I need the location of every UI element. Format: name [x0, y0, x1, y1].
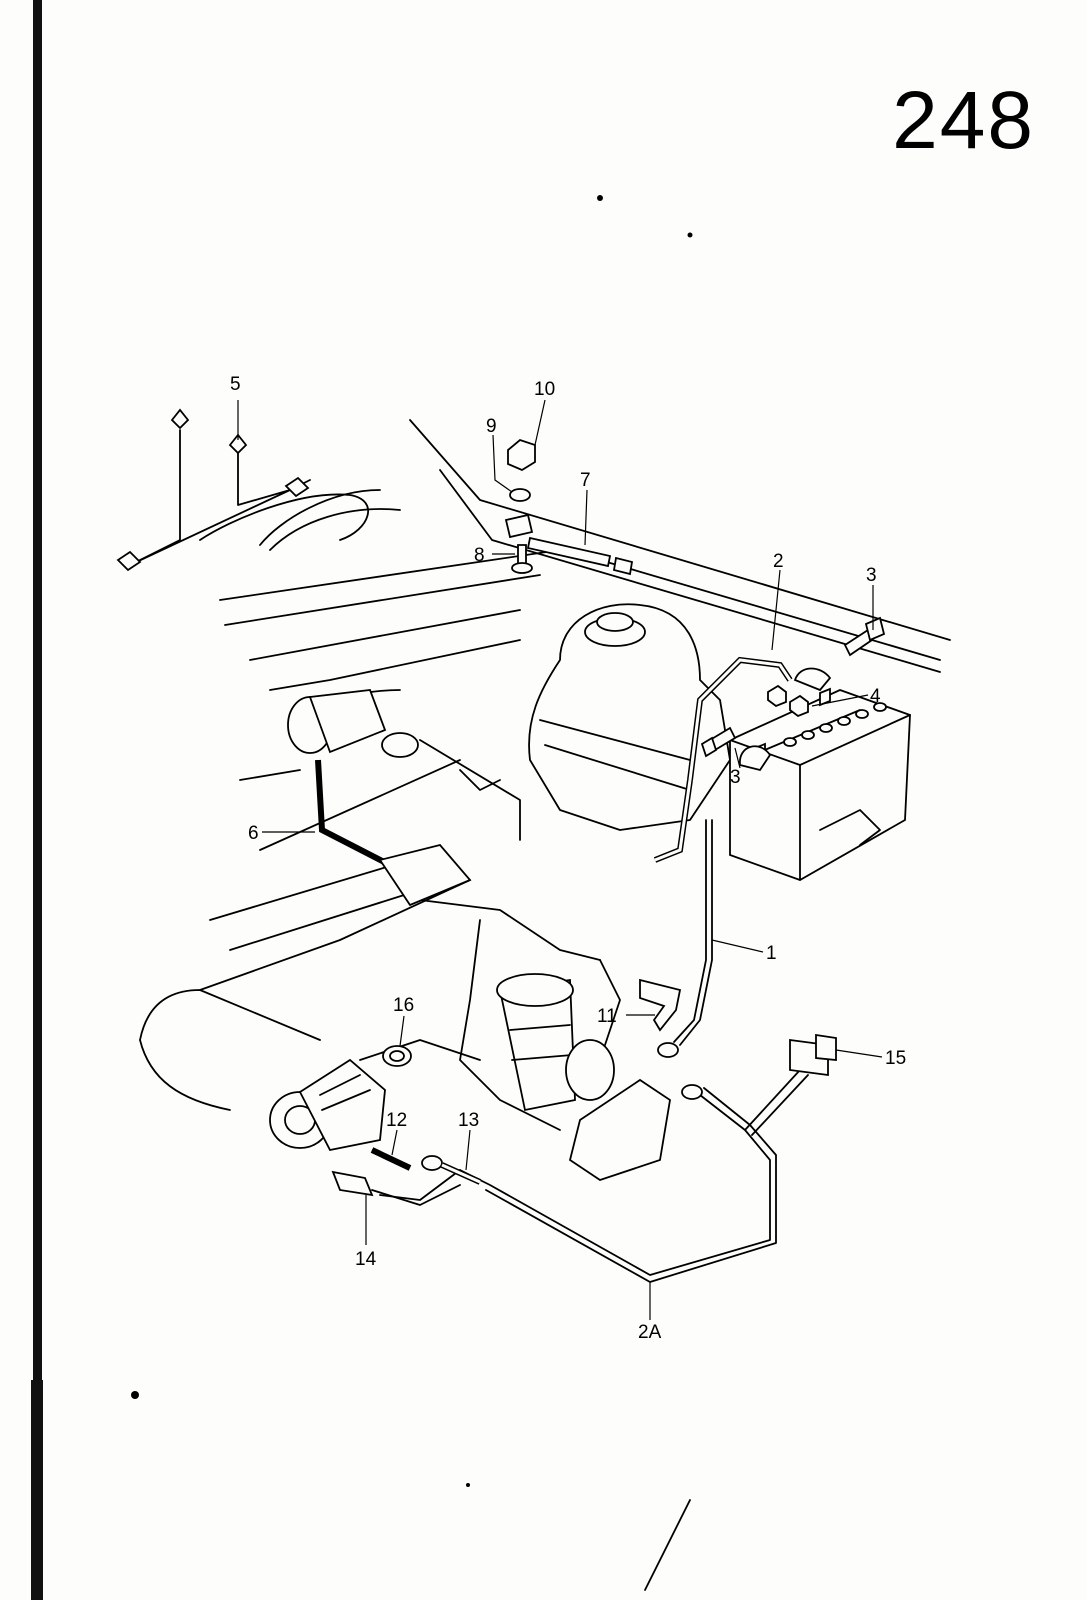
callout-11: 11	[597, 1006, 617, 1027]
callout-9: 9	[486, 416, 497, 437]
callout-7: 7	[580, 470, 591, 491]
battery	[729, 687, 911, 881]
starter-motor	[565, 1039, 671, 1181]
callout-6: 6	[248, 823, 259, 844]
callout-13: 13	[458, 1110, 479, 1131]
callout-labels: 5 10 9 7 8 2 3 4 3 6 1 11 15 16 12 13 14…	[230, 374, 906, 1343]
callout-2: 2	[773, 551, 784, 572]
callout-8: 8	[474, 545, 485, 566]
callout-3-upper: 3	[866, 565, 877, 586]
leader-lines	[237, 399, 883, 1320]
ignition-coil	[496, 973, 576, 1112]
cable-2-battery-positive	[653, 656, 793, 863]
alternator	[269, 1058, 386, 1152]
callout-14: 14	[355, 1249, 377, 1270]
cable-6-harness	[315, 759, 392, 868]
callout-12: 12	[386, 1110, 407, 1131]
engine-block	[359, 603, 731, 1131]
callout-1: 1	[766, 943, 777, 964]
callout-5: 5	[230, 374, 241, 395]
callout-15: 15	[885, 1048, 906, 1069]
callout-10: 10	[534, 379, 555, 400]
callout-3-lower: 3	[730, 767, 741, 788]
scan-specks	[131, 195, 693, 1591]
cable-1-ground-strap	[657, 819, 713, 1058]
callout-2a: 2A	[638, 1322, 662, 1343]
parts-hardware	[116, 408, 886, 1206]
binding-edge	[33, 0, 42, 1600]
cable-2a-starter	[379, 1069, 809, 1283]
battery-cell-caps	[783, 702, 887, 747]
page-number: 248	[892, 75, 1035, 166]
binding-edge-lower	[31, 1380, 43, 1600]
headlight-unit	[287, 689, 472, 907]
callout-16: 16	[393, 995, 414, 1016]
callout-4: 4	[870, 686, 881, 707]
